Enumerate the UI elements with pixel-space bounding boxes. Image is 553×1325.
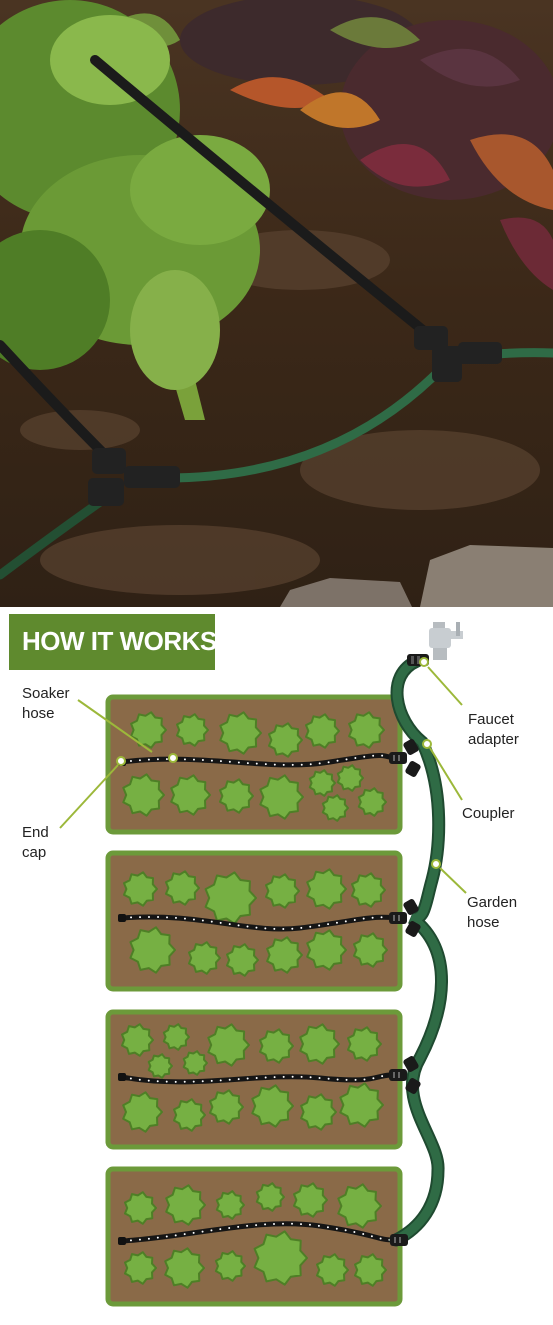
plant xyxy=(337,1183,382,1229)
plant xyxy=(214,1250,246,1282)
plant xyxy=(207,1023,250,1067)
plant xyxy=(316,1253,349,1287)
chard-plants xyxy=(120,0,553,290)
plant xyxy=(121,1023,154,1057)
soaker-hose-dots xyxy=(121,1073,396,1083)
plant xyxy=(122,1091,163,1133)
plant xyxy=(266,936,303,974)
label-end-cap-line2: cap xyxy=(22,844,47,861)
label-soaker-hose: Soaker hose xyxy=(22,684,70,724)
plant xyxy=(336,764,364,792)
coupler-icon xyxy=(389,739,421,777)
plant xyxy=(204,871,257,925)
plant xyxy=(306,868,347,910)
plant xyxy=(259,1028,294,1064)
how-it-works-diagram xyxy=(0,607,553,1325)
plant xyxy=(170,774,211,816)
plant xyxy=(123,871,158,907)
plant xyxy=(176,713,209,747)
label-faucet-adapter-line2: adapter xyxy=(468,731,519,748)
plant xyxy=(188,941,221,975)
label-end-cap-line1: End xyxy=(22,824,49,841)
plant xyxy=(300,1093,337,1131)
end-cap-icon xyxy=(118,1073,126,1081)
plant xyxy=(308,769,336,797)
plant xyxy=(219,711,262,755)
plant xyxy=(122,773,165,817)
coupler-icon xyxy=(390,1234,408,1246)
plant xyxy=(299,1023,340,1065)
soaker-hose-dots xyxy=(121,754,396,766)
plant xyxy=(226,943,259,977)
how-it-works-banner xyxy=(9,614,215,670)
faucet-icon xyxy=(429,622,463,660)
plant xyxy=(353,932,388,968)
garden-bed-2 xyxy=(105,850,403,992)
garden-bed-4 xyxy=(105,1166,403,1307)
plant xyxy=(268,722,303,758)
plant xyxy=(162,1023,190,1051)
plant xyxy=(173,1098,206,1132)
label-soaker-hose-line1: Soaker xyxy=(22,685,70,702)
plant xyxy=(165,1184,206,1226)
coupler-icon xyxy=(389,1056,421,1094)
plant xyxy=(130,711,167,749)
label-faucet-adapter: Faucet adapter xyxy=(468,710,519,750)
callout-lines xyxy=(59,657,467,894)
end-cap-icon xyxy=(118,914,126,922)
plant xyxy=(251,1084,294,1128)
plant xyxy=(164,1247,205,1289)
plant xyxy=(347,1026,382,1062)
plant xyxy=(147,1053,173,1079)
plant xyxy=(354,1253,387,1287)
plant xyxy=(182,1050,208,1076)
garden-photo xyxy=(0,0,553,607)
label-faucet-adapter-line1: Faucet xyxy=(468,711,514,728)
plant xyxy=(321,794,349,822)
garden-bed-1 xyxy=(105,694,403,835)
plant xyxy=(255,1182,285,1212)
plant xyxy=(219,778,254,814)
soaker-hose xyxy=(119,914,398,932)
plant xyxy=(165,870,200,906)
label-garden-hose-line1: Garden xyxy=(467,894,518,911)
plant xyxy=(124,1251,157,1285)
plant xyxy=(215,1190,245,1220)
plant xyxy=(259,774,304,820)
plant xyxy=(265,873,300,909)
page-title: HOW IT WORKS xyxy=(22,626,217,656)
plant xyxy=(209,1089,244,1125)
stepping-stones xyxy=(280,545,553,607)
soaker-hose-dots xyxy=(121,1222,396,1242)
label-garden-hose: Garden hose xyxy=(467,893,517,933)
plant xyxy=(293,1182,328,1218)
coupler-icon xyxy=(389,899,421,937)
plant xyxy=(129,926,176,974)
label-soaker-hose-line2: hose xyxy=(22,705,55,722)
plant xyxy=(348,711,385,749)
plant xyxy=(351,872,386,908)
plant xyxy=(253,1230,308,1286)
plant xyxy=(305,713,340,749)
end-cap-icon xyxy=(118,1237,126,1245)
plant xyxy=(124,1191,157,1225)
plant xyxy=(357,787,387,817)
plant xyxy=(306,929,347,971)
garden-hose xyxy=(389,654,448,1247)
garden-bed-3 xyxy=(105,1009,403,1150)
label-garden-hose-line2: hose xyxy=(467,914,500,931)
plant xyxy=(339,1082,384,1128)
carrot-foliage xyxy=(0,0,270,420)
label-coupler: Coupler xyxy=(462,805,515,822)
photo-couplers xyxy=(88,326,502,506)
label-end-cap: End cap xyxy=(22,823,49,863)
